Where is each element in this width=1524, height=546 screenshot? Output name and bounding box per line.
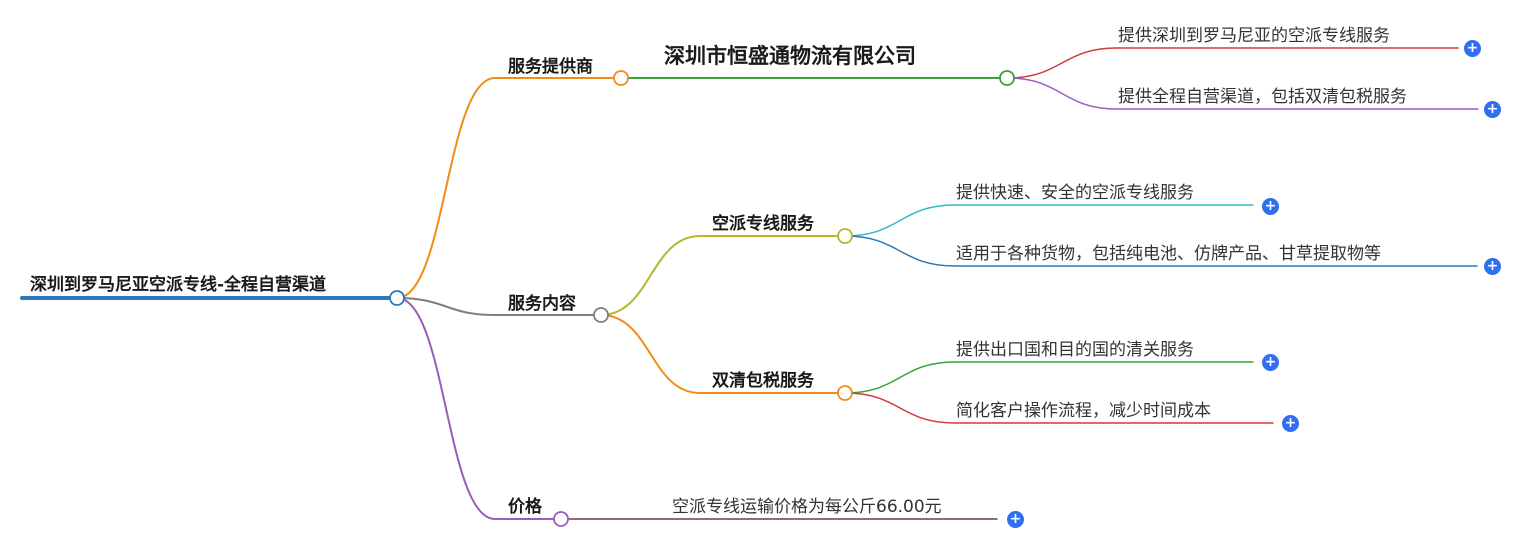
subtopic-collapse-icon[interactable] [837,228,853,244]
subtopic-node-label: 深圳市恒盛通物流有限公司 [664,44,916,68]
branch-collapse-icon[interactable] [553,511,569,527]
branch-collapse-icon[interactable] [593,307,609,323]
expand-plus-icon[interactable]: + [1484,258,1501,275]
expand-plus-icon[interactable]: + [1464,40,1481,57]
expand-plus-icon[interactable]: + [1007,511,1024,528]
leaf-connector [1006,77,1118,110]
leaf-connector [844,361,956,394]
branch-connector [396,297,496,316]
expand-plus-icon[interactable]: + [1262,198,1279,215]
subtopic-connector [600,314,701,394]
leaf-node-label: 简化客户操作流程，减少时间成本 [956,401,1211,421]
branch-connector [396,77,496,299]
root-collapse-icon[interactable] [389,290,405,306]
expand-plus-icon[interactable]: + [1484,101,1501,118]
leaf-node-label: 适用于各种货物，包括纯电池、仿牌产品、甘草提取物等 [956,244,1381,264]
branch-connector [396,297,496,520]
leaf-connector [844,204,956,237]
leaf-node-label: 提供快速、安全的空派专线服务 [956,183,1194,203]
leaf-connector [1006,47,1118,79]
expand-plus-icon[interactable]: + [1282,415,1299,432]
leaf-node-label: 提供深圳到罗马尼亚的空派专线服务 [1118,26,1390,46]
leaf-connector [844,392,956,424]
subtopic-node-label: 空派专线服务 [712,214,814,234]
branch-node-label: 服务内容 [508,294,576,314]
leaf-node-label: 提供全程自营渠道，包括双清包税服务 [1118,87,1407,107]
branch-node-label: 价格 [508,497,542,517]
subtopic-connector [600,235,701,316]
leaf-connector [844,235,956,267]
leaf-node-label: 提供出口国和目的国的清关服务 [956,340,1194,360]
root-node-label: 深圳到罗马尼亚空派专线-全程自营渠道 [30,275,327,295]
leaf-node-label: 空派专线运输价格为每公斤66.00元 [672,497,942,517]
subtopic-node-label: 双清包税服务 [712,371,814,391]
subtopic-collapse-icon[interactable] [837,385,853,401]
expand-plus-icon[interactable]: + [1262,354,1279,371]
subtopic-collapse-icon[interactable] [999,70,1015,86]
branch-collapse-icon[interactable] [613,70,629,86]
branch-node-label: 服务提供商 [508,57,593,77]
